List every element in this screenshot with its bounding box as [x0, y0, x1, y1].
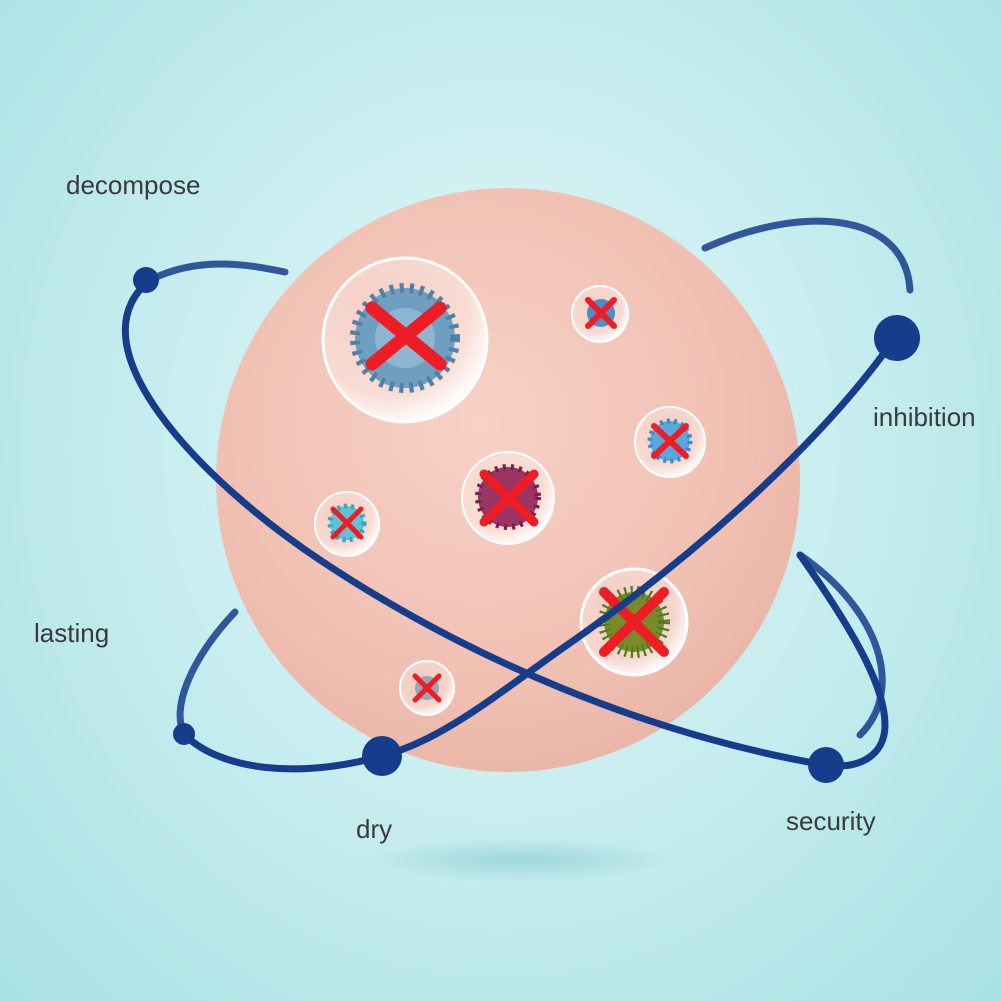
node-decompose [133, 267, 159, 293]
cross-mark-icon [330, 506, 364, 540]
orbit-back [146, 217, 914, 739]
microbe-bottom-grey [399, 660, 455, 716]
cross-mark-icon [599, 587, 669, 657]
microbe-green [579, 567, 689, 677]
label-lasting: lasting [34, 618, 110, 648]
cross-mark-icon [412, 673, 442, 703]
node-lasting [173, 723, 195, 745]
microbe-small-blue [571, 285, 629, 343]
microbe-left-teal [314, 491, 380, 557]
orbit-a [122, 276, 889, 770]
orbit-front [122, 276, 899, 773]
label-security: security [786, 806, 876, 836]
orbit-b [181, 334, 899, 773]
node-security [808, 747, 844, 783]
microbe-center-purple [461, 451, 555, 545]
microbe-right-blue [634, 406, 706, 478]
orbit-nodes [133, 267, 920, 783]
cross-mark-icon [651, 423, 689, 459]
label-inhibition: inhibition [873, 402, 976, 432]
cross-mark-icon [365, 301, 447, 371]
node-inhibition [874, 315, 920, 361]
cross-mark-icon [479, 469, 539, 527]
node-dry [362, 736, 402, 776]
cross-mark-icon [585, 297, 617, 329]
label-decompose: decompose [66, 170, 201, 200]
microbe-large-blue [321, 256, 489, 424]
floor-shadow [370, 838, 670, 882]
label-dry: dry [356, 814, 393, 844]
